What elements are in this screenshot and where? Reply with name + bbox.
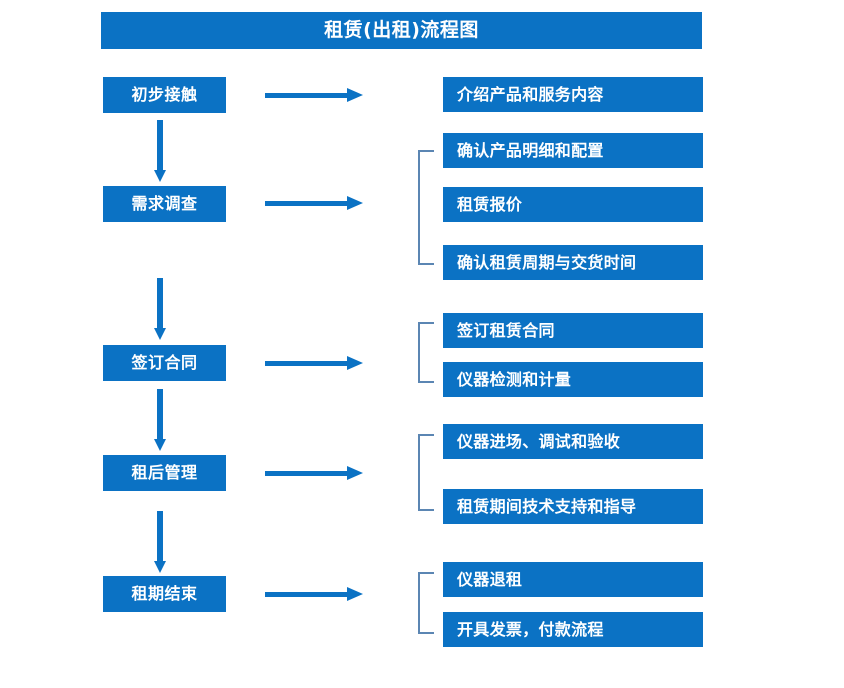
detail-label-1-1: 介绍产品和服务内容 xyxy=(457,84,604,104)
stage-box-1[interactable]: 初步接触 xyxy=(103,77,226,113)
arrow-stage1-to-details xyxy=(265,88,363,102)
detail-box-2-2[interactable]: 租赁报价 xyxy=(443,187,703,222)
arrow-head xyxy=(154,561,166,573)
arrow-shaft xyxy=(157,389,163,440)
detail-box-2-3[interactable]: 确认租赁周期与交货时间 xyxy=(443,245,703,280)
arrow-shaft xyxy=(265,592,349,597)
stage-label-5: 租期结束 xyxy=(131,584,198,603)
group-bracket-4 xyxy=(418,434,434,511)
detail-label-2-3: 确认租赁周期与交货时间 xyxy=(457,252,637,272)
detail-label-5-1: 仪器退租 xyxy=(457,569,523,589)
arrow-stage3-to-stage4 xyxy=(154,389,166,451)
stage-label-2: 需求调查 xyxy=(131,194,198,213)
arrow-stage3-to-details xyxy=(265,356,363,370)
arrow-stage2-to-stage3 xyxy=(154,278,166,340)
detail-label-3-1: 签订租赁合同 xyxy=(457,320,555,340)
detail-box-4-2[interactable]: 租赁期间技术支持和指导 xyxy=(443,489,703,524)
arrow-head xyxy=(347,196,363,210)
arrow-shaft xyxy=(265,361,349,366)
detail-label-4-1: 仪器进场、调试和验收 xyxy=(457,431,621,451)
arrow-stage2-to-details xyxy=(265,196,363,210)
stage-box-5[interactable]: 租期结束 xyxy=(103,576,226,612)
stage-label-4: 租后管理 xyxy=(131,463,198,482)
arrow-shaft xyxy=(265,93,349,98)
detail-label-5-2: 开具发票，付款流程 xyxy=(457,619,604,639)
detail-box-3-1[interactable]: 签订租赁合同 xyxy=(443,313,703,348)
arrow-shaft xyxy=(265,471,349,476)
arrow-head xyxy=(154,439,166,451)
detail-box-4-1[interactable]: 仪器进场、调试和验收 xyxy=(443,424,703,459)
detail-label-2-2: 租赁报价 xyxy=(457,194,523,214)
detail-box-1-1[interactable]: 介绍产品和服务内容 xyxy=(443,77,703,112)
group-bracket-2 xyxy=(418,150,434,265)
detail-box-3-2[interactable]: 仪器检测和计量 xyxy=(443,362,703,397)
stage-label-3: 签订合同 xyxy=(131,353,198,372)
arrow-shaft xyxy=(265,201,349,206)
detail-label-4-2: 租赁期间技术支持和指导 xyxy=(457,496,637,516)
arrow-shaft xyxy=(157,120,163,171)
detail-label-3-2: 仪器检测和计量 xyxy=(457,369,572,389)
arrow-head xyxy=(154,328,166,340)
arrow-shaft xyxy=(157,511,163,562)
arrow-head xyxy=(154,170,166,182)
stage-label-1: 初步接触 xyxy=(131,85,198,104)
diagram-title-bar: 租赁(出租)流程图 xyxy=(101,12,702,49)
arrow-stage4-to-details xyxy=(265,466,363,480)
arrow-stage1-to-stage2 xyxy=(154,120,166,182)
arrow-stage5-to-details xyxy=(265,587,363,601)
stage-box-2[interactable]: 需求调查 xyxy=(103,186,226,222)
group-bracket-3 xyxy=(418,322,434,383)
group-bracket-5 xyxy=(418,572,434,634)
arrow-head xyxy=(347,587,363,601)
diagram-title: 租赁(出租)流程图 xyxy=(324,19,479,41)
detail-label-2-1: 确认产品明细和配置 xyxy=(457,140,604,160)
stage-box-3[interactable]: 签订合同 xyxy=(103,345,226,381)
arrow-head xyxy=(347,356,363,370)
detail-box-5-2[interactable]: 开具发票，付款流程 xyxy=(443,612,703,647)
detail-box-2-1[interactable]: 确认产品明细和配置 xyxy=(443,133,703,168)
arrow-shaft xyxy=(157,278,163,329)
stage-box-4[interactable]: 租后管理 xyxy=(103,455,226,491)
arrow-head xyxy=(347,466,363,480)
detail-box-5-1[interactable]: 仪器退租 xyxy=(443,562,703,597)
arrow-stage4-to-stage5 xyxy=(154,511,166,573)
arrow-head xyxy=(347,88,363,102)
